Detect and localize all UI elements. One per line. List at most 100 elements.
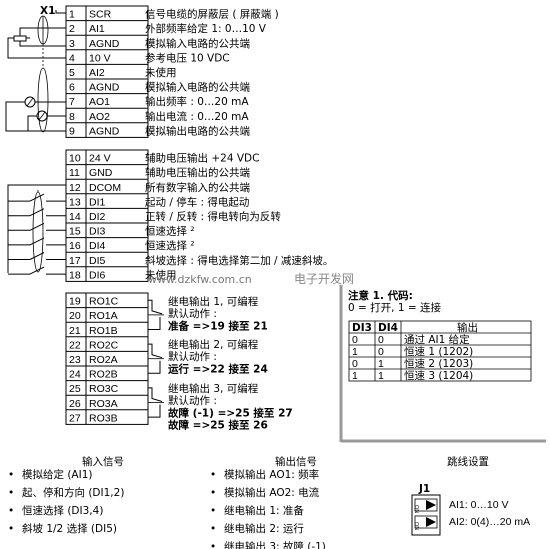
terminal-code: 10 V [89, 52, 111, 64]
bullet: • [8, 523, 14, 535]
terminal-number: 2 [69, 23, 75, 35]
output-signal-item: 继电输出 3: 故障 (-1) [224, 540, 326, 549]
legend-jumpers: 跳线设置 J1 ON ON AI1: 0…10 V AI2: 0(4)…20 m… [411, 455, 530, 536]
relay-description-line: 运行 =>22 接至 24 [168, 362, 268, 375]
terminal-row: 25 RO3C [69, 383, 119, 395]
output-signal-item: 模拟输出 AO1: 频率 [224, 468, 319, 481]
terminal-code: RO3A [89, 398, 118, 410]
terminal-description: 辅助电压输出 +24 VDC [145, 152, 259, 165]
terminal-number: 13 [69, 196, 81, 208]
terminal-number: 1 [69, 9, 75, 21]
terminal-number: 9 [69, 125, 75, 137]
terminal-code: RO1C [89, 296, 119, 308]
terminal-code: DI5 [89, 255, 106, 267]
terminal-code: AI1 [89, 23, 105, 35]
relay-contact [148, 343, 163, 359]
switch-contact [29, 208, 45, 217]
terminal-number: 16 [69, 240, 81, 252]
terminal-number: 18 [69, 269, 81, 281]
jumper-ai1: AI1: 0…10 V [449, 499, 509, 511]
jumper-switch-1: ON [413, 498, 438, 513]
terminal-code: DI2 [89, 211, 106, 223]
bullet: • [8, 505, 14, 517]
terminal-code: DI3 [89, 226, 106, 238]
table-header: DI3 [352, 322, 372, 334]
terminal-description: 参考电压 10 VDC [145, 51, 230, 64]
relay-description-line: 默认动作 : [168, 394, 217, 407]
terminal-number: 23 [69, 354, 81, 366]
table-cell: 恒速 1 (1202) [404, 345, 473, 358]
terminal-number: 11 [69, 167, 80, 179]
legend-inputs: 输入信号 •模拟给定 (AI1)•起、停和方向 (DI1,2)•恒速选择 (DI… [8, 455, 124, 535]
jumper-switch-2: ON [413, 515, 438, 530]
jumper-title: 跳线设置 [447, 455, 489, 468]
watermark-url: www.dzkfw.com.cn [148, 273, 252, 286]
terminal-row: 1 SCR 信号电缆的屏蔽层 ( 屏蔽端 ) [69, 8, 279, 21]
terminal-description: 起动 / 停车 : 得电起动 [145, 195, 249, 208]
table-cell: 1 [352, 346, 358, 358]
terminal-code: RO3C [89, 383, 119, 395]
ammeter-icon [27, 110, 66, 131]
switch-contact [29, 266, 45, 275]
terminal-number: 25 [69, 383, 81, 395]
table-cell: 1 [378, 358, 384, 370]
relay-contact [148, 387, 163, 402]
output-signal-item: 继电输出 1: 准备 [224, 504, 304, 517]
input-signal-item: 恒速选择 (DI3,4) [22, 504, 103, 517]
terminal-row: 11 GND 辅助电压输出的公共端 [69, 166, 250, 179]
terminal-description: 辅助电压输出的公共端 [145, 166, 250, 179]
terminal-code: AO1 [89, 96, 110, 108]
terminal-description: 信号电缆的屏蔽层 ( 屏蔽端 ) [145, 8, 279, 21]
terminal-code: DI4 [89, 240, 106, 252]
table-header: DI4 [378, 322, 398, 334]
table-cell: 通过 AI1 给定 [404, 333, 470, 346]
terminal-frame [65, 5, 149, 138]
table-cell: 1 [378, 370, 384, 382]
terminal-row: 12 DCOM 所有数字输入的公共端 [69, 181, 250, 194]
relay-contact [148, 299, 163, 315]
terminal-number: 7 [69, 96, 75, 108]
terminal-code: RO2C [89, 339, 119, 351]
input-signal-item: 模拟给定 (AI1) [22, 468, 93, 481]
terminal-code: GND [89, 167, 113, 179]
table-cell: 恒速 2 (1203) [404, 357, 473, 370]
terminal-description: 恒速选择 ² [145, 239, 195, 252]
terminal-description: 斜坡选择 : 得电选择第二加 / 减速斜坡。 [145, 254, 333, 267]
relay-description-line: 默认动作 : [168, 350, 217, 363]
output-signal-item: 继电输出 2: 运行 [224, 522, 304, 535]
terminal-code: AO2 [89, 111, 110, 123]
bullet: • [210, 505, 216, 517]
relay-contacts [148, 299, 164, 418]
bullet: • [210, 487, 216, 499]
terminal-code: DCOM [89, 182, 121, 194]
table-cell: 1 [352, 370, 358, 382]
bullet: • [8, 487, 14, 499]
legend-outputs: 输出信号 •模拟输出 AO1: 频率•模拟输出 AO2: 电流•继电输出 1: … [210, 455, 326, 549]
terminal-code: DI1 [89, 196, 106, 208]
terminal-number: 17 [69, 255, 81, 267]
jumper-ai2: AI2: 0(4)…20 mA [449, 516, 530, 528]
shielded-cable-analog [37, 10, 66, 133]
terminal-code: SCR [89, 9, 112, 21]
input-signal-item: 起、停和方向 (DI1,2) [22, 486, 124, 499]
terminal-description: 模拟输入电路的公共端 [145, 81, 250, 94]
terminal-number: 12 [69, 182, 81, 194]
terminal-description: 所有数字输入的公共端 [145, 181, 250, 194]
table-cell: 0 [352, 334, 358, 346]
